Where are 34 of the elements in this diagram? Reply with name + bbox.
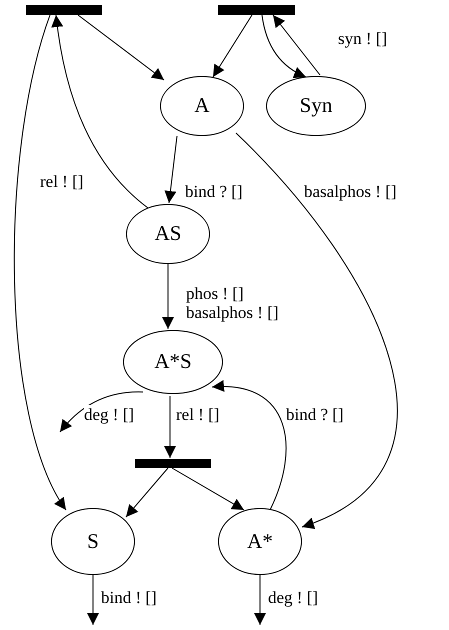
state-ellipse: Syn: [266, 76, 366, 136]
sync-bar: [26, 5, 102, 15]
state-ellipse: A*S: [123, 330, 223, 394]
arrow: [164, 396, 176, 458]
state-ellipse: A: [160, 76, 244, 136]
state-ellipse: A*: [218, 508, 302, 575]
arrow: [212, 380, 287, 510]
edge-label: basalphos ! []: [304, 182, 397, 201]
arrow: [52, 14, 148, 208]
arrow: [126, 468, 168, 518]
state-ellipse: AS: [126, 204, 210, 264]
arrow: [60, 391, 144, 432]
arrow: [162, 264, 174, 330]
arrow: [212, 14, 252, 78]
arrow: [236, 132, 398, 528]
arrow: [272, 14, 320, 76]
edge-label: bind ! []: [101, 588, 157, 607]
state-ellipse: S: [51, 508, 135, 575]
arrow: [262, 14, 306, 78]
arrow: [87, 574, 99, 626]
arrow: [14, 14, 66, 510]
sync-bar: [135, 459, 211, 468]
sync-bar: [218, 5, 295, 15]
arrow: [164, 136, 178, 204]
edge-label: rel ! []: [40, 172, 84, 191]
arrow: [254, 574, 266, 626]
edge-label: rel ! []: [176, 405, 220, 424]
arrow: [172, 468, 244, 510]
edge-label: deg ! []: [268, 588, 318, 607]
edge-label: deg ! []: [84, 405, 134, 424]
arrow: [78, 14, 164, 80]
edge-label: syn ! []: [338, 29, 388, 48]
edge-label: bind ? []: [286, 405, 344, 424]
edge-label: bind ? []: [185, 182, 243, 201]
